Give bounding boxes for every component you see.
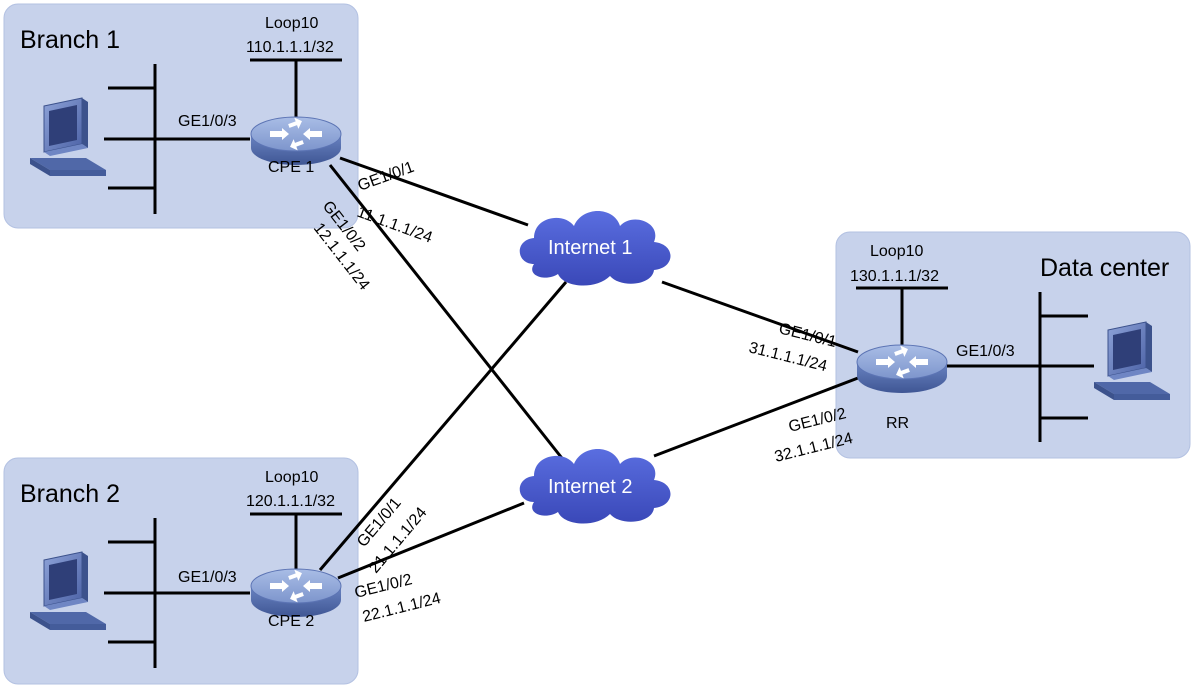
- link-internet2-rr: [653, 376, 859, 458]
- rr-if2-ip: 32.1.1.1/24: [773, 430, 855, 466]
- cpe1-lan-if: GE1/0/3: [178, 113, 237, 130]
- rr-loop-ip: 130.1.1.1/32: [850, 268, 939, 285]
- cpe1-if1: GE1/0/1: [356, 159, 417, 195]
- internet2-label: Internet 2: [548, 476, 633, 498]
- cpe1-name: CPE 1: [268, 159, 314, 176]
- rr-lan-if: GE1/0/3: [956, 343, 1015, 360]
- link-cpe2-internet2: [337, 501, 525, 580]
- link-cpe1-internet2: [328, 164, 567, 463]
- cpe2-if2: GE1/0/2: [353, 571, 414, 602]
- cpe2-lan-if: GE1/0/3: [178, 569, 237, 586]
- rr-if1: GE1/0/1: [777, 320, 838, 351]
- link-cpe2-internet1: [318, 281, 568, 571]
- cpe2-loop-ip: 120.1.1.1/32: [246, 493, 335, 510]
- rr-router-icon: [856, 343, 948, 394]
- rr-loop-name: Loop10: [870, 243, 923, 260]
- link-internet1-rr: [661, 280, 859, 354]
- branch1-label: Branch 1: [20, 26, 120, 54]
- cpe1-loop-ip: 110.1.1.1/32: [246, 39, 334, 56]
- cpe1-router-icon: [250, 115, 342, 166]
- cpe1-loop-name: Loop10: [265, 15, 318, 32]
- rr-name: RR: [886, 415, 909, 432]
- branch2-label: Branch 2: [20, 480, 120, 508]
- link-cpe1-internet1: [339, 156, 529, 227]
- internet1-label: Internet 1: [548, 237, 633, 259]
- cpe2-loop-name: Loop10: [265, 469, 318, 486]
- cpe2-router-icon: [250, 567, 342, 618]
- cpe1-if1-ip: 11.1.1.1/24: [355, 204, 435, 247]
- datacenter-label: Data center: [1040, 254, 1169, 282]
- cpe2-name: CPE 2: [268, 613, 314, 630]
